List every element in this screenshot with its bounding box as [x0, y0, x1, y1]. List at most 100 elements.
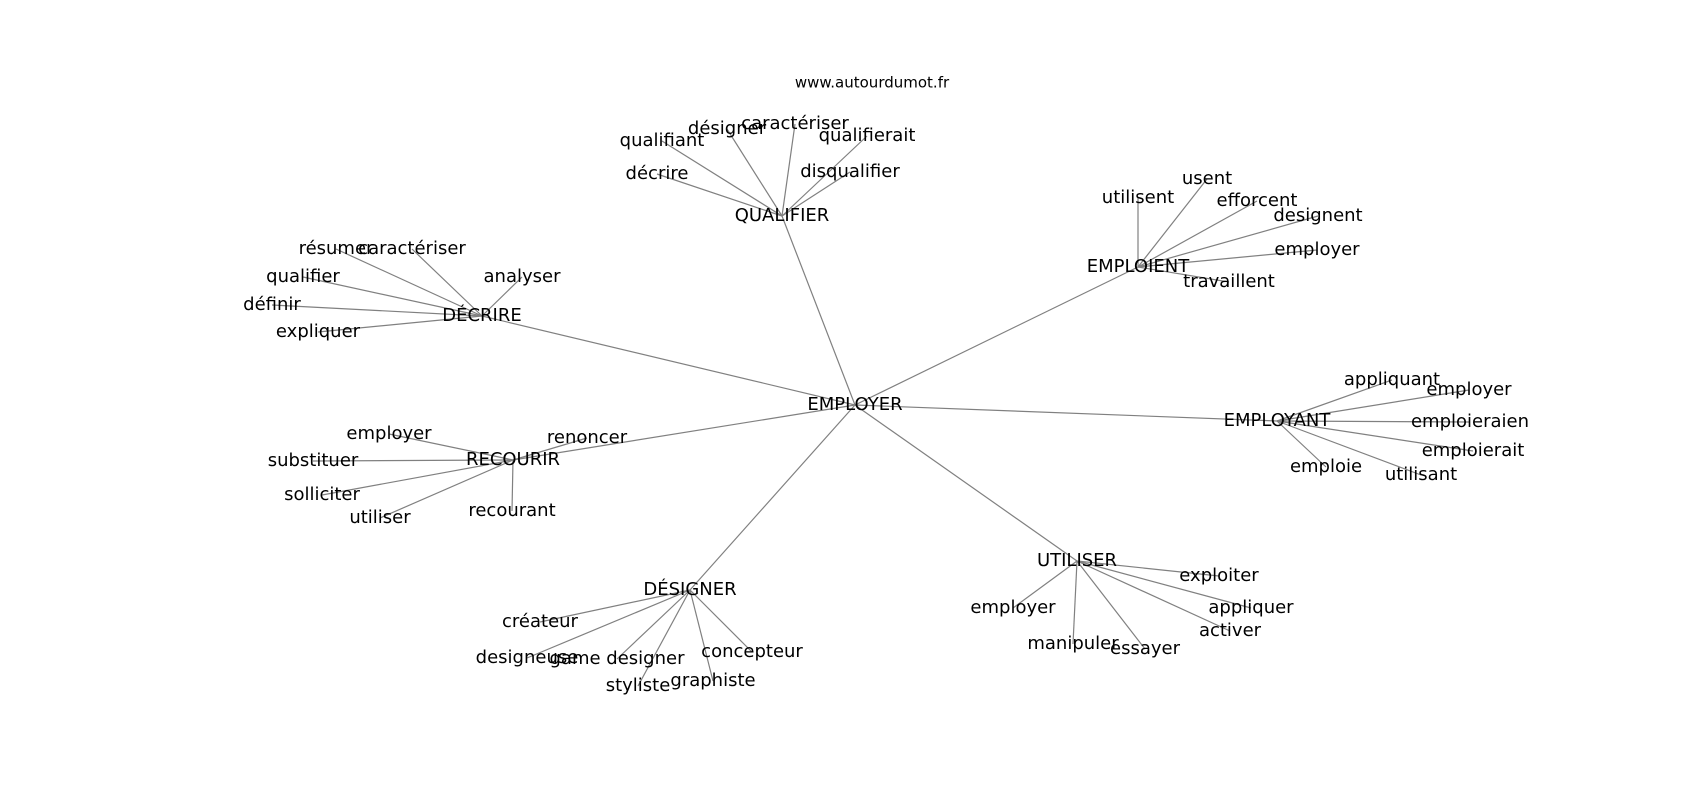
hub-node-label: EMPLOIENT	[1087, 256, 1190, 277]
leaf-node-label: substituer	[268, 450, 359, 471]
leaf-node-label: game designer	[550, 648, 686, 669]
hub-node-label: UTILISER	[1037, 550, 1117, 571]
edge-employant-2	[1276, 420, 1471, 423]
leaf-node-label: graphiste	[670, 670, 755, 691]
source-caption: www.autourdumot.fr	[795, 74, 950, 92]
leaf-node-label: définir	[243, 294, 301, 315]
edge-center-désigner	[689, 404, 856, 591]
edge-emploient-4	[1137, 249, 1318, 268]
leaf-node-label: expliquer	[276, 321, 361, 342]
edge-center-décrire	[481, 315, 856, 406]
edge-employant-4	[1276, 420, 1327, 468]
leaf-node-label: qualifier	[266, 266, 340, 287]
edge-emploient-3	[1137, 215, 1319, 268]
edge-emploient-2	[1137, 200, 1258, 268]
leaf-node-label: employer	[346, 423, 432, 444]
edge-center-qualifier	[781, 215, 856, 406]
leaf-node-label: usent	[1182, 168, 1232, 189]
edge-désigner-0	[539, 589, 691, 623]
leaf-node-label: efforcent	[1217, 190, 1298, 211]
hub-node-label: RECOURIR	[466, 449, 560, 470]
edges-layer	[271, 123, 1474, 687]
edge-recourir-4	[379, 459, 514, 519]
leaf-node-label: caractériser	[741, 113, 849, 134]
edge-utiliser-0	[1076, 560, 1220, 577]
edge-center-recourir	[512, 404, 856, 461]
edge-recourir-3	[321, 459, 514, 496]
leaf-node-label: manipuler	[1027, 633, 1119, 654]
edge-qualifier-3	[781, 135, 868, 217]
leaf-node-label: utilisant	[1385, 464, 1457, 485]
edge-utiliser-1	[1076, 560, 1252, 609]
leaf-node-label: employer	[1426, 379, 1512, 400]
edge-désigner-5	[637, 589, 691, 687]
edge-center-utiliser	[854, 404, 1078, 562]
leaf-node-label: renoncer	[547, 427, 628, 448]
leaf-node-label: travaillent	[1183, 271, 1275, 292]
edge-center-employant	[854, 404, 1278, 422]
leaf-node-label: activer	[1199, 620, 1262, 641]
edge-employant-1	[1276, 389, 1470, 422]
center-node-label: EMPLOYER	[807, 394, 902, 415]
leaf-node-label: utilisent	[1102, 187, 1174, 208]
edge-center-emploient	[854, 266, 1139, 406]
leaf-node-label: solliciter	[284, 484, 360, 505]
edge-désigner-1	[526, 589, 691, 659]
leaf-node-label: créateur	[502, 611, 579, 632]
edge-qualifier-2	[781, 123, 796, 217]
hub-node-label: QUALIFIER	[735, 205, 830, 226]
edge-qualifier-1	[726, 128, 783, 217]
edge-recourir-0	[512, 437, 588, 461]
labels-layer: www.autourdumot.fr EMPLOYER QUALIFIER qual…	[243, 74, 1529, 697]
edge-recourir-5	[511, 459, 514, 512]
leaf-node-label: exploiter	[1179, 565, 1259, 586]
edge-désigner-3	[689, 589, 753, 653]
edge-utiliser-5	[1012, 560, 1078, 609]
leaf-node-label: concepteur	[701, 641, 803, 662]
edge-désigner-4	[689, 589, 714, 682]
edge-décrire-3	[302, 276, 483, 317]
leaf-node-label: designent	[1273, 205, 1362, 226]
edge-décrire-0	[335, 248, 483, 317]
leaf-node-label: appliquant	[1344, 369, 1440, 390]
leaf-node-label: employer	[1274, 239, 1360, 260]
leaf-node-label: styliste	[606, 675, 671, 696]
leaf-node-label: utiliser	[349, 507, 411, 528]
leaf-node-label: employer	[970, 597, 1056, 618]
edge-emploient-1	[1137, 178, 1208, 268]
edge-désigner-2	[616, 589, 691, 660]
hub-node-label: DÉCRIRE	[442, 304, 522, 326]
leaf-node-label: analyser	[484, 266, 562, 287]
edge-recourir-2	[312, 459, 514, 462]
edge-recourir-1	[388, 433, 514, 461]
leaf-node-label: caractériser	[358, 238, 466, 259]
leaf-node-label: désigner	[688, 118, 767, 139]
edge-utiliser-2	[1076, 560, 1231, 632]
edge-qualifier-4	[656, 173, 783, 217]
leaf-node-label: recourant	[468, 500, 555, 521]
leaf-node-label: essayer	[1110, 638, 1181, 659]
edge-utiliser-4	[1072, 560, 1078, 645]
leaf-node-label: designeuse	[476, 647, 579, 668]
edge-utiliser-3	[1076, 560, 1146, 650]
leaf-node-label: emploierait	[1422, 440, 1525, 461]
leaf-node-label: qualifierait	[819, 125, 916, 146]
hub-node-label: DÉSIGNER	[643, 578, 736, 600]
leaf-node-label: disqualifier	[800, 161, 900, 182]
edge-employant-0	[1276, 379, 1393, 422]
edge-décrire-5	[317, 315, 483, 333]
leaf-node-label: décrire	[626, 163, 689, 184]
leaf-node-label: emploie	[1290, 456, 1362, 477]
leaf-node-label: qualifiant	[620, 130, 705, 151]
leaf-node-label: emploieraien	[1411, 411, 1529, 432]
hub-node-label: EMPLOYANT	[1224, 410, 1332, 431]
edge-qualifier-0	[661, 140, 783, 217]
leaf-node-label: appliquer	[1208, 597, 1294, 618]
edge-décrire-4	[271, 304, 483, 317]
edge-qualifier-5	[781, 171, 851, 217]
edge-employant-3	[1276, 420, 1474, 452]
leaf-node-label: résumer	[299, 238, 374, 259]
edge-employant-5	[1276, 420, 1422, 476]
edge-décrire-1	[411, 248, 483, 317]
